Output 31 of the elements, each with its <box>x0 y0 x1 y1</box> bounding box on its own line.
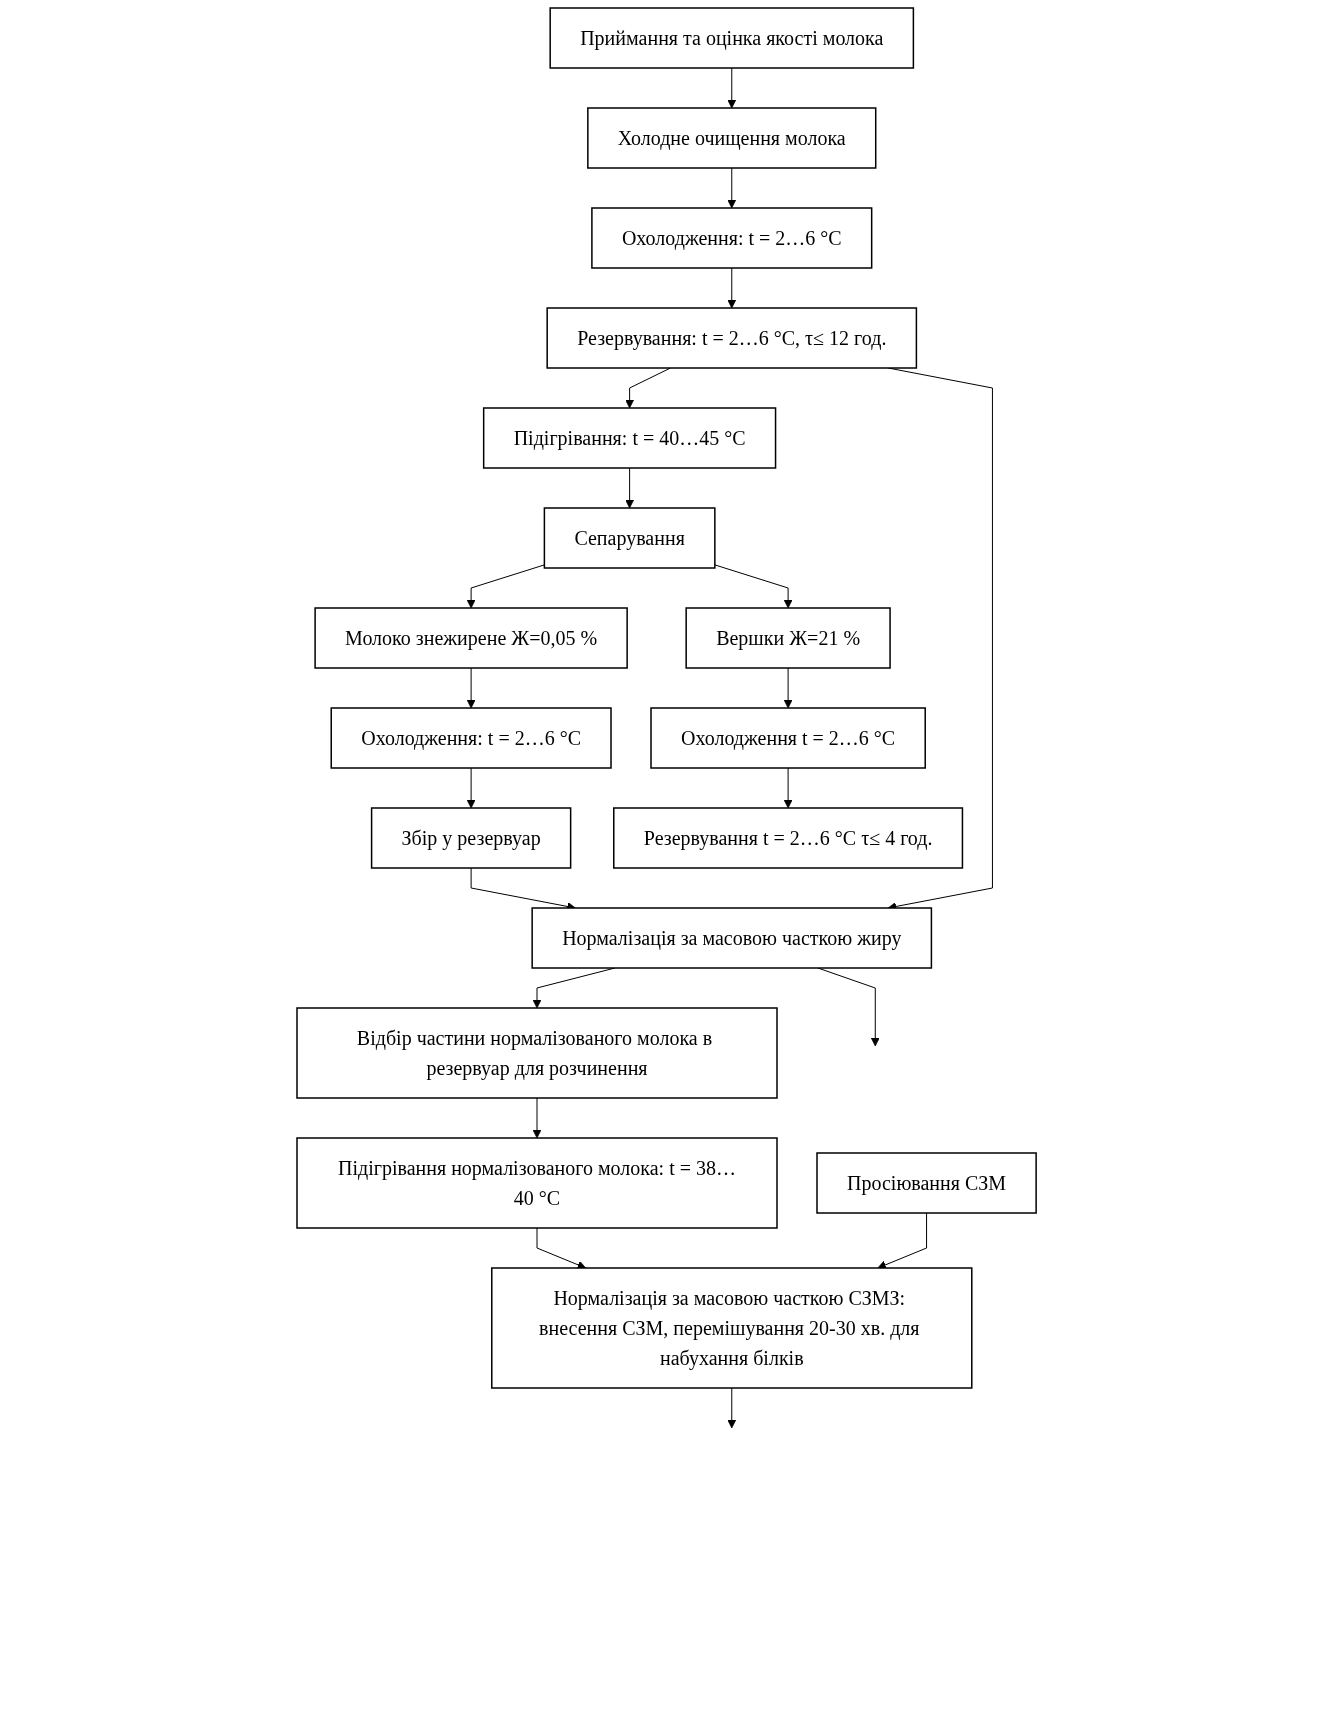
node-box: Підігрівання: t = 40…45 °С <box>482 407 777 469</box>
node-box: Резервування: t = 2…6 °С, τ≤ 12 год. <box>546 307 918 369</box>
arrow <box>466 767 476 809</box>
node-box: Охолодження: t = 2…6 °С <box>330 707 612 769</box>
node-box: Сепарування <box>543 507 716 569</box>
node-box: Вершки Ж=21 % <box>685 607 891 669</box>
arrow <box>466 564 545 609</box>
node-box: Резервування t = 2…6 °С τ≤ 4 год. <box>612 807 964 869</box>
node-box: Нормалізація за масовою часткою жиру <box>531 907 933 969</box>
node-box: Охолодження: t = 2…6 °С <box>591 207 873 269</box>
arrow <box>727 1387 737 1429</box>
arrow <box>727 267 737 309</box>
node-box: Молоко знежирене Ж=0,05 % <box>314 607 628 669</box>
node-box: Холодне очищення молока <box>587 107 877 169</box>
node-box: Нормалізація за масовою часткою СЗМЗ: внесення СЗМ, перемішування 20-30 хв. для набухання білків <box>490 1267 973 1389</box>
arrow <box>727 67 737 109</box>
node-box: Просіювання СЗМ <box>816 1152 1037 1214</box>
arrow <box>877 1212 927 1270</box>
arrow <box>466 667 476 709</box>
arrow <box>783 767 793 809</box>
arrow <box>532 1097 542 1139</box>
node-box: Приймання та оцінка якості молока <box>549 7 915 69</box>
arrow <box>714 564 793 609</box>
node-box: Охолодження t = 2…6 °С <box>650 707 926 769</box>
node-box: Підігрівання нормалізованого молока: t = 38…40 °С <box>296 1137 778 1229</box>
arrow <box>536 1227 587 1270</box>
arrow <box>625 467 634 509</box>
arrow <box>783 667 793 709</box>
arrow <box>727 167 737 209</box>
node-box: Відбір частини нормалізованого молока в резервуар для розчинення <box>296 1007 778 1099</box>
node-box: Збір у резервуар <box>370 807 572 869</box>
